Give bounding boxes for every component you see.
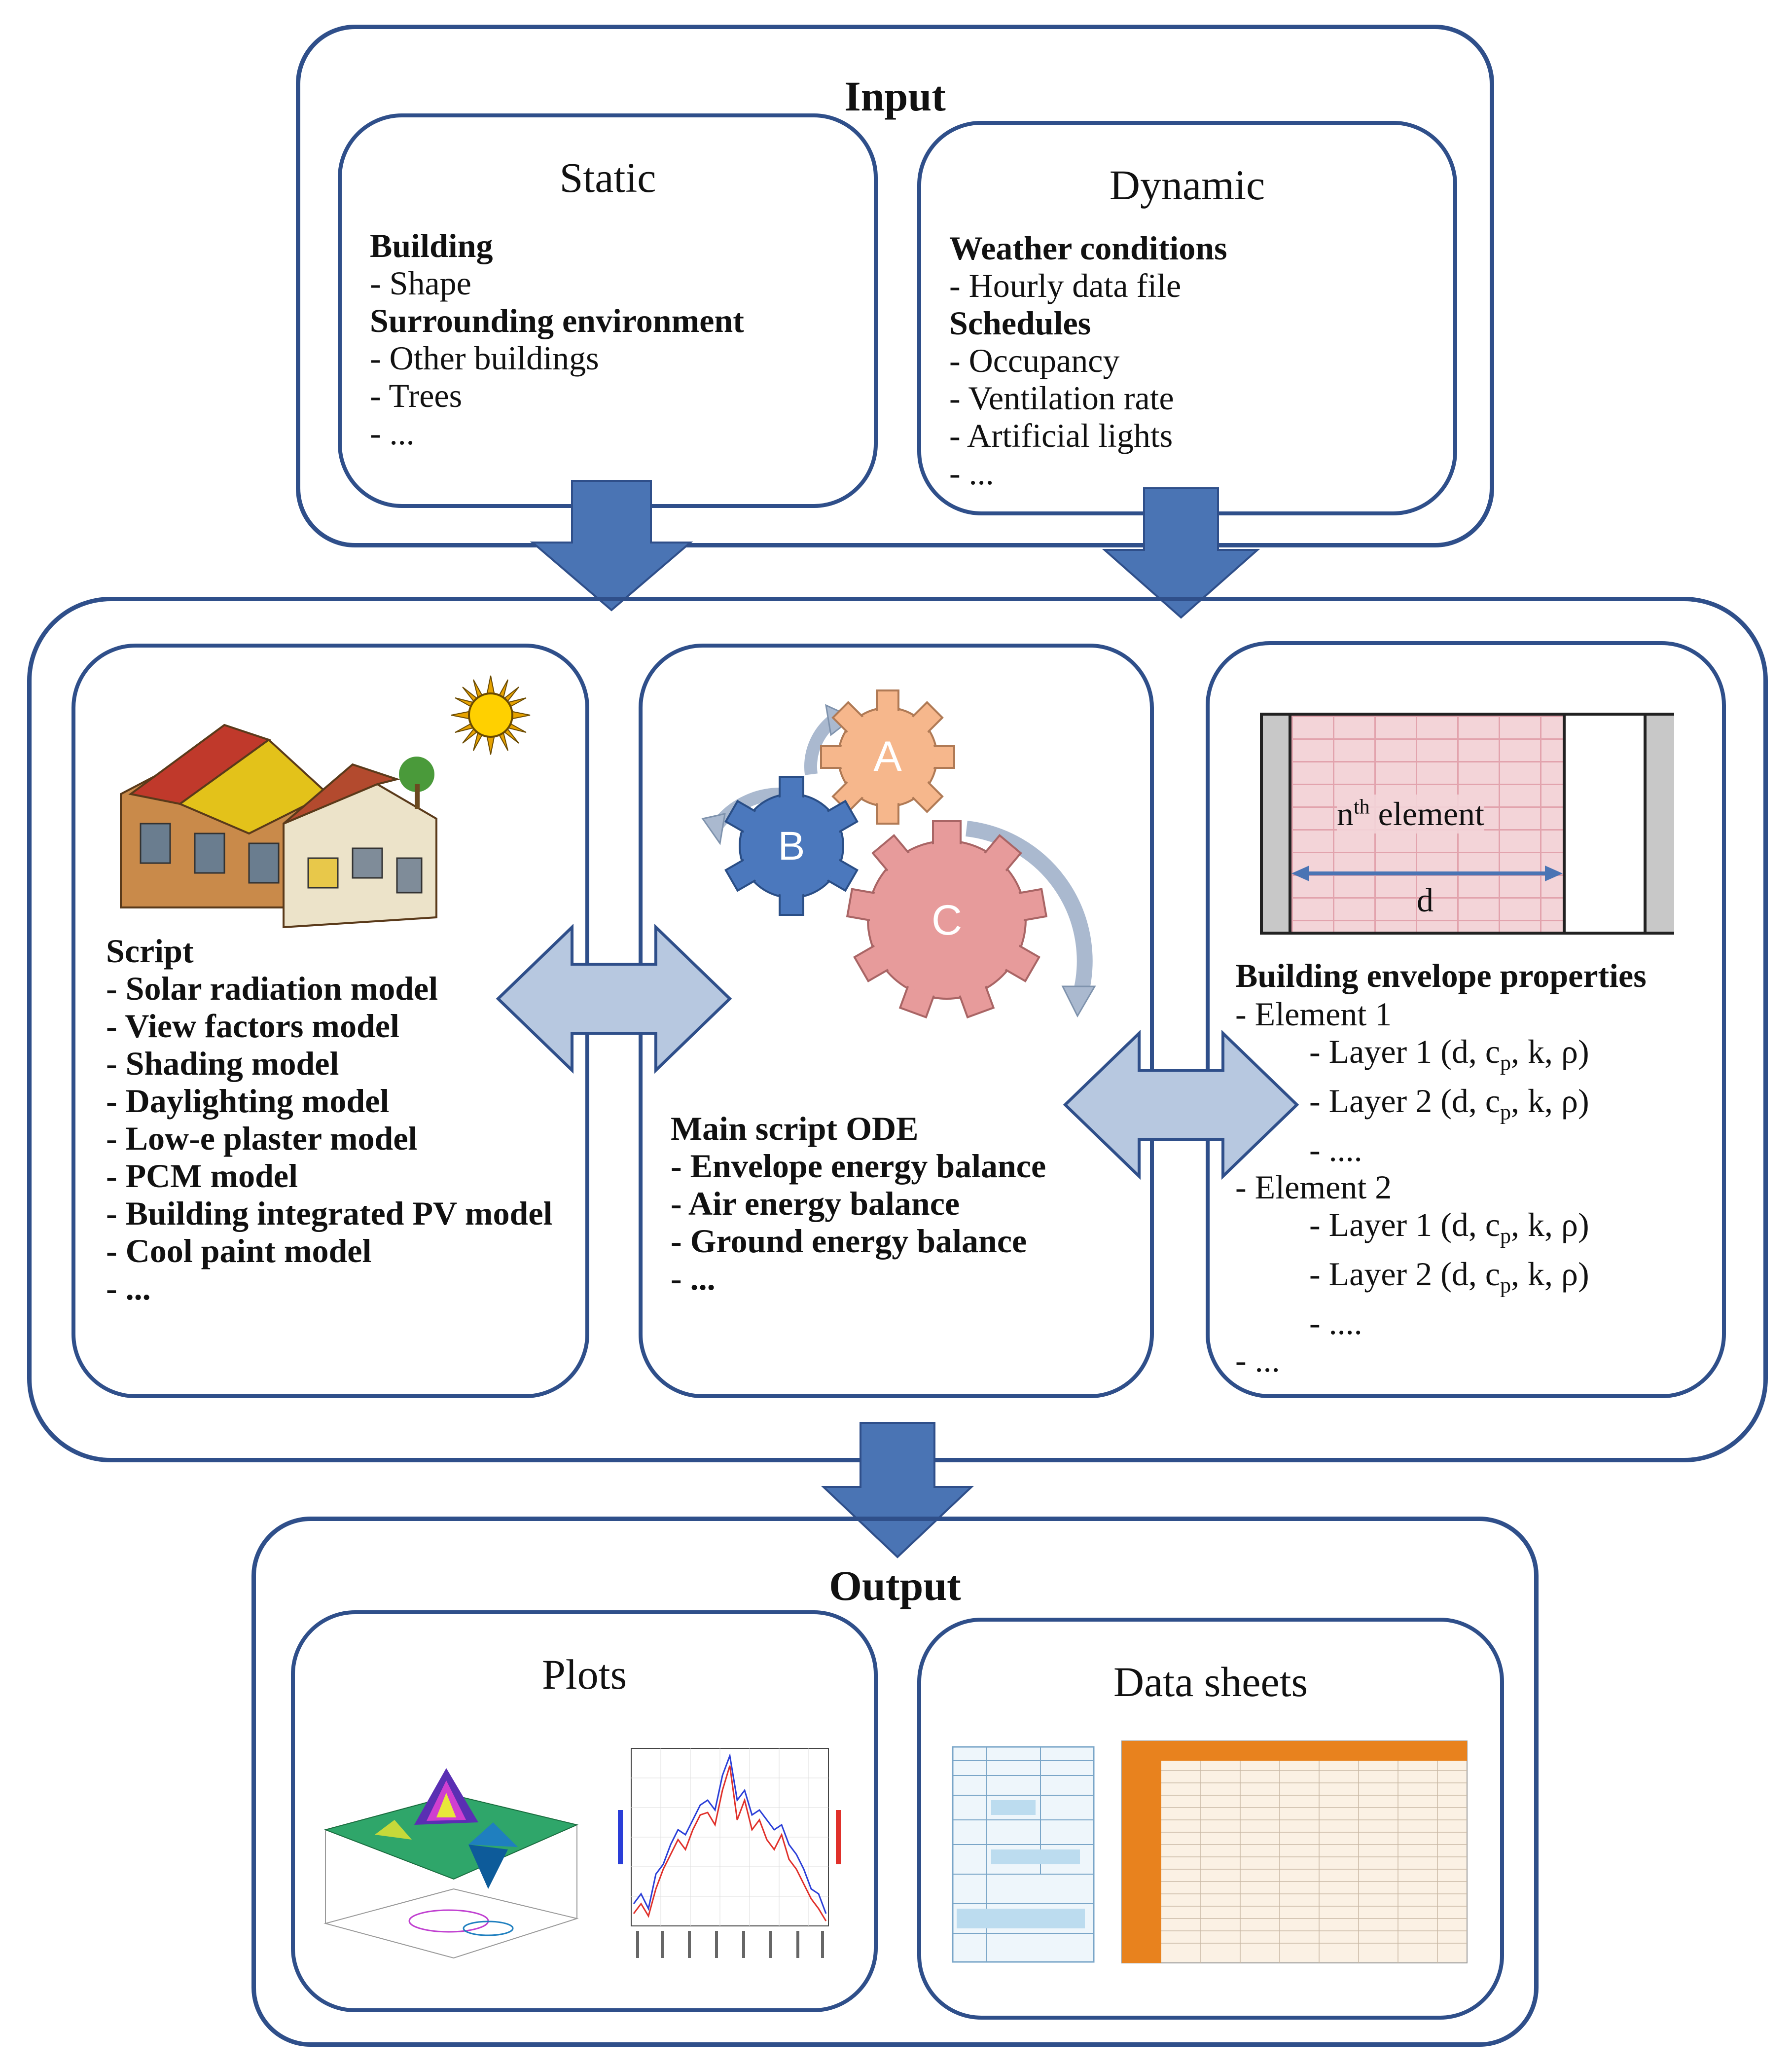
dynamic-panel — [917, 121, 1457, 515]
envelope-list: Building envelope properties - Element 1… — [1235, 957, 1647, 1379]
element-2: - Element 2 — [1235, 1168, 1392, 1206]
dynamic-line-2: - Hourly data file — [949, 267, 1182, 304]
script-item-2: - View factors model — [106, 1007, 399, 1045]
gear-a-icon — [820, 689, 955, 825]
element-2-layer-1: - Layer 1 (d, cp, k, ρ) — [1309, 1206, 1589, 1248]
script-item-4: - Daylighting model — [106, 1082, 390, 1120]
element-1: - Element 1 — [1235, 995, 1392, 1033]
static-title: Static — [559, 154, 656, 201]
elements-more: - ... — [1235, 1341, 1280, 1379]
dynamic-line-5: - Ventilation rate — [949, 379, 1174, 417]
house-illustration — [120, 724, 437, 929]
dynamic-line-1: Weather conditions — [949, 229, 1227, 267]
static-line-1: Building — [370, 227, 493, 264]
dynamic-line-4: - Occupancy — [949, 342, 1120, 379]
data-sheet-table-thumbnail — [1121, 1740, 1468, 1963]
script-item-9: - ... — [106, 1269, 151, 1307]
wall-diagram: nth element d — [1260, 713, 1674, 935]
script-item-8: - Cool paint model — [106, 1232, 372, 1269]
input-title: Input — [844, 72, 946, 120]
down-arrow-right — [1102, 487, 1260, 619]
wall-left-layer — [1263, 716, 1291, 932]
script-item-3: - Shading model — [106, 1045, 339, 1082]
static-line-6: - ... — [370, 414, 415, 452]
double-arrow-left — [496, 923, 732, 1074]
envelope-title: Building envelope properties — [1235, 957, 1647, 994]
static-line-3: Surrounding environment — [370, 302, 744, 339]
main-script-item-1: - Envelope energy balance — [671, 1147, 1046, 1185]
data-sheets-panel — [917, 1618, 1504, 2020]
element-2-more: - .... — [1309, 1304, 1362, 1342]
plots-title: Plots — [541, 1651, 627, 1698]
gear-c-label: C — [932, 897, 962, 944]
element-2-layer-2: - Layer 2 (d, cp, k, ρ) — [1309, 1255, 1589, 1298]
surface-plot-thumbnail — [323, 1768, 579, 1959]
script-panel — [72, 644, 589, 1398]
script-item-6: - PCM model — [106, 1157, 298, 1195]
main-script-title: Main script ODE — [671, 1110, 919, 1147]
thickness-arrow — [1291, 866, 1563, 881]
main-script-item-2: - Air energy balance — [671, 1185, 960, 1222]
dynamic-line-7: - ... — [949, 454, 994, 492]
static-line-4: - Other buildings — [370, 339, 599, 377]
double-arrow-right — [1063, 1029, 1299, 1180]
static-line-2: - Shape — [370, 264, 471, 302]
element-label: nth element — [1337, 795, 1484, 833]
script-list: Script - Solar radiation model- View fac… — [106, 932, 552, 1307]
main-script-list: Main script ODE - Envelope energy balanc… — [671, 1110, 1046, 1297]
down-arrow-left — [530, 480, 693, 612]
gear-c-icon — [846, 820, 1048, 1019]
gear-b-icon — [724, 776, 859, 916]
gears-illustration: A B C — [701, 689, 1096, 1019]
main-script-item-4: - ... — [671, 1260, 716, 1297]
wall-right-layer — [1644, 716, 1674, 932]
sun-icon — [451, 675, 531, 755]
data-sheet-form-thumbnail — [952, 1746, 1095, 1963]
script-item-5: - Low-e plaster model — [106, 1120, 418, 1157]
script-item-7: - Building integrated PV model — [106, 1195, 553, 1232]
timeseries-plot-thumbnail — [618, 1748, 841, 1958]
dynamic-line-3: Schedules — [949, 304, 1091, 342]
data-sheets-title: Data sheets — [1113, 1658, 1308, 1705]
element-1-layer-2: - Layer 2 (d, cp, k, ρ) — [1309, 1082, 1589, 1124]
gear-a-label: A — [873, 733, 902, 780]
output-title: Output — [829, 1562, 961, 1609]
down-arrow-output — [821, 1422, 974, 1558]
static-line-5: - Trees — [370, 377, 463, 414]
plots-panel — [291, 1610, 878, 2012]
script-title: Script — [106, 932, 194, 970]
dynamic-title: Dynamic — [1109, 161, 1265, 209]
main-script-item-3: - Ground energy balance — [671, 1222, 1027, 1260]
output-panel — [251, 1517, 1539, 2047]
gear-b-label: B — [778, 824, 805, 869]
dynamic-line-6: - Artificial lights — [949, 417, 1173, 454]
element-1-layer-1: - Layer 1 (d, cp, k, ρ) — [1309, 1033, 1589, 1075]
script-item-1: - Solar radiation model — [106, 970, 438, 1007]
thickness-label: d — [1417, 881, 1434, 919]
element-1-more: - .... — [1309, 1131, 1362, 1169]
